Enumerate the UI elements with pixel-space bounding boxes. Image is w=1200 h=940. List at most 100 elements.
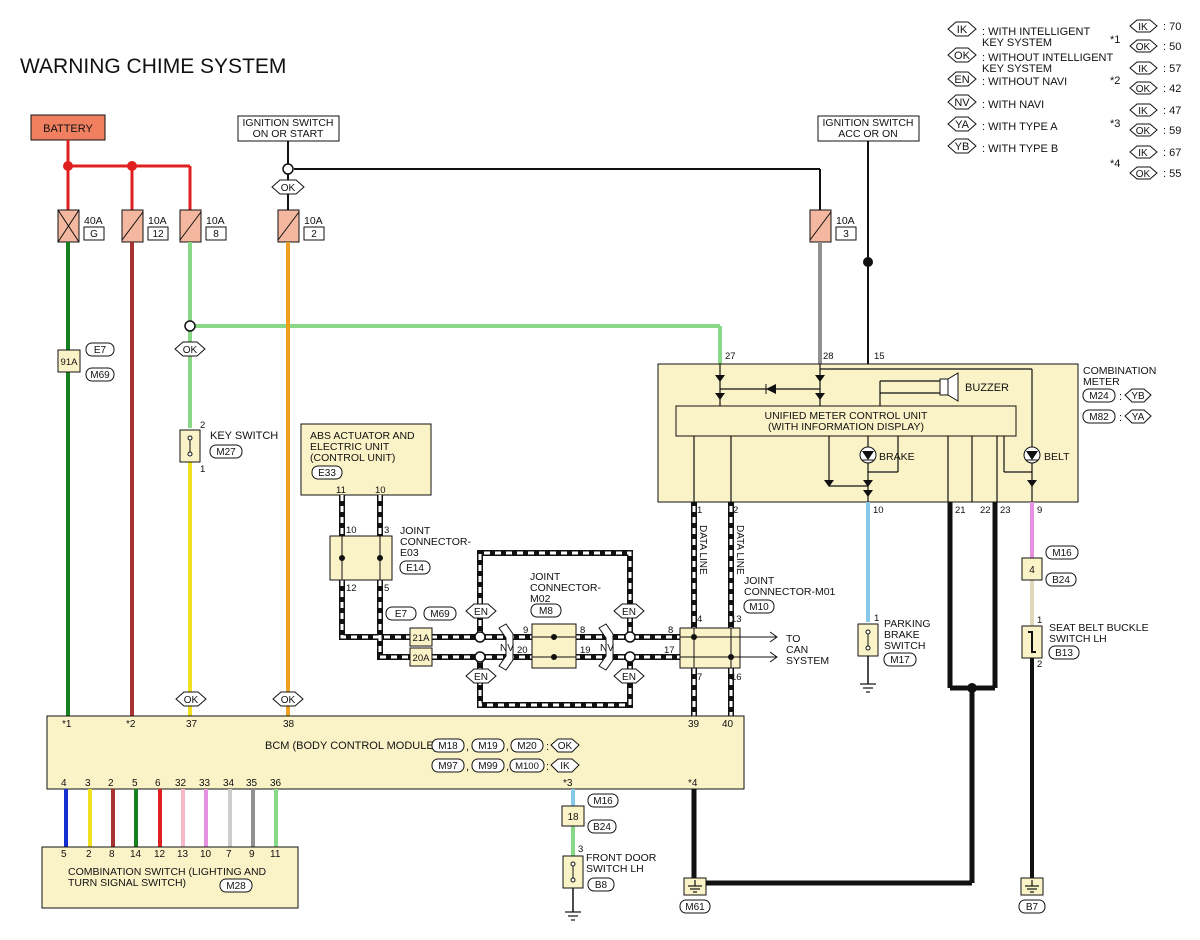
legend-item-ik: IK : WITH INTELLIGENT KEY SYSTEM (947, 21, 1090, 49)
bcm-id-m99: M99 (478, 761, 498, 772)
inline-connector-91a: 91A E7 M69 (57, 342, 115, 382)
m02-pin-20: 20 (517, 645, 528, 656)
combo-line-1: COMBINATION SWITCH (LIGHTING AND (68, 866, 267, 878)
ign-on-start-line2: ON OR START (253, 128, 324, 140)
legend-nv-code: NV (954, 97, 970, 109)
bcm-id-m100: M100 (515, 761, 539, 772)
legend-en-code: EN (954, 74, 969, 86)
bcm-colon-2: : (546, 761, 549, 773)
combo-pin: 7 (226, 849, 232, 860)
abs-line-2: ELECTRIC UNIT (310, 441, 390, 453)
ground-b7: B7 (1018, 877, 1046, 914)
combo-pin: 9 (249, 849, 255, 860)
e03-line-3: E03 (400, 547, 419, 559)
fd-pin-3: 3 (578, 844, 583, 855)
star-note-4: *4 IK : 67 OK : 55 (1110, 145, 1181, 180)
legend-yb-code: YB (955, 141, 970, 153)
meter-unit-line-2: (WITH INFORMATION DISPLAY) (768, 421, 924, 433)
abs-line-1: ABS ACTUATOR AND (310, 430, 415, 442)
meter-id-m82: M82 (1089, 412, 1109, 423)
fuse-40a: 40A G (57, 209, 105, 243)
data-line-label-2: DATA LINE (734, 525, 745, 575)
star-note-3-value-b: : 59 (1163, 125, 1181, 137)
battery-source: BATTERY (30, 114, 106, 141)
star-note-2-marker: *2 (1110, 75, 1120, 87)
bcm-id-m19: M19 (478, 741, 498, 752)
ground-m61: M61 (679, 789, 972, 914)
meter-tag-ya: YA (1132, 412, 1145, 423)
battery-splice-2 (127, 161, 137, 171)
en-tag-2: EN (474, 672, 488, 683)
star-note-1-code-b: OK (1136, 42, 1151, 53)
m02-line-2: CONNECTOR- (530, 582, 601, 594)
combo-pin: 13 (177, 849, 189, 860)
legend-ik-line1: : WITH INTELLIGENT (982, 26, 1090, 38)
c21a-id-m69: M69 (430, 609, 450, 620)
bcm-pin-40: 40 (722, 719, 734, 730)
m01-pin-13: 13 (731, 614, 742, 625)
bcm-bottom-pins: 4 3 2 5 6 32 33 34 35 36 (61, 778, 282, 789)
m01-pin-8: 8 (668, 625, 673, 636)
bcm-id-m18: M18 (438, 741, 458, 752)
legend-ya-line1: : WITH TYPE A (982, 121, 1058, 133)
fd-line-2: SWITCH LH (586, 863, 644, 875)
m01-line-1: JOINT (744, 575, 775, 587)
pb-line-3: SWITCH (884, 640, 925, 652)
combo-pin: 8 (109, 849, 115, 860)
nv-tag-2: NV (600, 643, 614, 654)
e03-id: E14 (406, 563, 424, 574)
ignition-splice-open (282, 163, 294, 175)
abs-actuator: ABS ACTUATOR AND ELECTRIC UNIT (CONTROL … (300, 423, 432, 496)
legend-ik-code: IK (957, 24, 968, 36)
data-line-label-1: DATA LINE (697, 525, 708, 575)
bcm-pin-star3: *3 (563, 778, 573, 789)
bcm-bottom-pin: 5 (132, 778, 138, 789)
combo-line-2: TURN SIGNAL SWITCH) (68, 877, 186, 889)
e03-line-2: CONNECTOR- (400, 536, 471, 548)
bcm-label: BCM (BODY CONTROL MODULE) (265, 740, 437, 752)
c18-id-m16: M16 (593, 796, 613, 807)
bcm-pin-39: 39 (688, 719, 700, 730)
c91a-id-m69: M69 (90, 370, 110, 381)
meter-pin-9: 9 (1037, 505, 1042, 516)
bcm-comma-4: , (506, 761, 509, 773)
bcm-tag-ok: OK (558, 741, 573, 752)
fuse-10a-3: 10A 3 (809, 209, 857, 243)
meter-id-m24: M24 (1089, 391, 1109, 402)
bcm-bottom-pin: 2 (108, 778, 114, 789)
combo-id: M28 (226, 881, 246, 892)
fuse-10a-8: 10A 8 (179, 209, 227, 243)
sb-pin-2: 2 (1037, 659, 1042, 670)
bcm-comma-1: , (466, 741, 469, 753)
combo-pin: 10 (200, 849, 212, 860)
meter-unit-line-1: UNIFIED METER CONTROL UNIT (765, 410, 929, 422)
meter-pin-1: 1 (697, 505, 702, 516)
legend-en-line1: : WITHOUT NAVI (982, 76, 1067, 88)
pb-line-1: PARKING (884, 618, 930, 630)
fuse-10a-2: 10A 2 (277, 209, 325, 243)
seat-belt-buckle-switch: 4 M16 B24 1 2 SEAT BELT BUCKLE SWITCH LH… (1021, 545, 1149, 670)
c21a-pin: 21A (413, 633, 431, 644)
brake-lamp-icon (859, 446, 877, 464)
sb-pin-1: 1 (1037, 615, 1042, 626)
en-tag-1: EN (474, 607, 488, 618)
star-note-3-value-a: : 47 (1163, 105, 1181, 117)
star-note-4-marker: *4 (1110, 158, 1120, 170)
legend-ok-line2: KEY SYSTEM (982, 63, 1052, 75)
meter-pin-23: 23 (1000, 505, 1011, 516)
ok-tag-37: OK (184, 695, 199, 706)
e03-line-1: JOINT (400, 525, 431, 537)
abs-line-3: (CONTROL UNIT) (310, 452, 395, 464)
m01-pin-17: 17 (664, 645, 675, 656)
fuse-10a-8-rating: 10A (206, 215, 225, 227)
c21a-id-e7: E7 (395, 609, 408, 620)
legend-item-en: EN : WITHOUT NAVI (947, 71, 1067, 88)
m02-line-1: JOINT (530, 571, 561, 583)
ok-tag-ignition: OK (271, 179, 305, 195)
meter-pin-2: 2 (733, 505, 738, 516)
abs-pin-10: 10 (375, 485, 386, 496)
bcm-bottom-pin: 33 (199, 778, 211, 789)
ground-icon (860, 683, 876, 693)
m01-id: M10 (749, 602, 769, 613)
